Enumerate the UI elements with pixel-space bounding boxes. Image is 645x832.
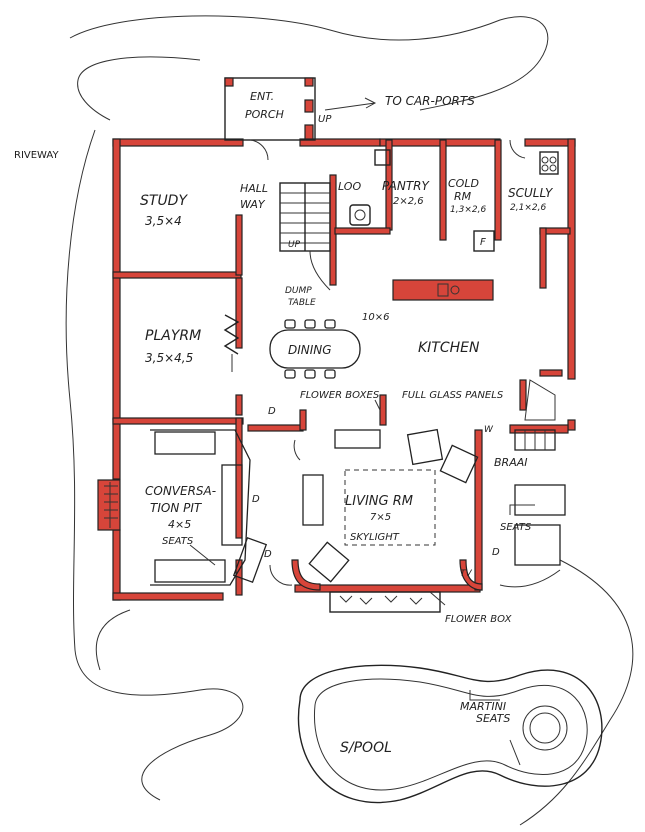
label-cold-rm-2: RM <box>454 190 472 203</box>
label-living: LIVING RM <box>345 494 413 509</box>
label-flower-boxes: FLOWER BOXES <box>300 390 380 401</box>
driveway-lines <box>65 15 634 826</box>
label-door-d2: D <box>252 494 260 505</box>
label-kitchen: KITCHEN <box>418 340 480 356</box>
label-driveway: RIVEWAY <box>14 150 59 161</box>
label-living-size: 7×5 <box>370 512 391 523</box>
living-room-bay <box>269 559 483 591</box>
arrows <box>189 97 535 766</box>
living-room-furniture <box>232 428 479 584</box>
label-conversa-size: 4×5 <box>168 518 191 531</box>
flower-box-bottom <box>329 591 441 613</box>
label-fridge: F <box>480 237 486 248</box>
label-martini-2: SEATS <box>476 712 510 725</box>
label-up-carports-up: UP <box>318 114 332 125</box>
label-study-size: 3,5×4 <box>145 214 182 228</box>
label-seats-pit: SEATS <box>162 536 194 547</box>
label-door-d4: D <box>492 547 500 558</box>
label-conversa-1: CONVERSA- <box>145 484 216 498</box>
label-stair-up: UP <box>288 240 301 250</box>
label-brari: BRAAI <box>494 456 527 469</box>
dining-table <box>269 319 361 379</box>
label-ent-porch-1: ENT. <box>250 90 274 103</box>
interior-walls <box>112 139 571 596</box>
label-skylight: SKYLIGHT <box>350 532 400 543</box>
label-seats-right: SEATS <box>500 522 532 533</box>
conversation-pit <box>97 429 251 586</box>
label-pantry: PANTRY <box>382 179 430 193</box>
label-scully-size: 2,1×2,6 <box>510 203 546 213</box>
label-door-d1: D <box>268 406 276 417</box>
room-labels: RIVEWAY ENT. PORCH UP TO CAR-PORTS STUDY… <box>14 90 554 756</box>
label-loo: LOO <box>338 180 361 193</box>
playroom-partition <box>223 314 240 372</box>
entrance-porch <box>224 77 316 161</box>
kitchen-fixtures <box>437 139 559 297</box>
braai-area <box>499 379 566 588</box>
label-pantry-size: 2×2,6 <box>393 196 424 207</box>
label-playrm-size: 3,5×4,5 <box>145 351 193 365</box>
label-door-d3: D <box>264 549 272 560</box>
label-full-glass: FULL GLASS PANELS <box>402 390 504 401</box>
staircase <box>279 182 331 291</box>
label-w: W <box>484 425 494 435</box>
label-study: STUDY <box>140 193 188 209</box>
label-conversa-2: TION PIT <box>150 501 203 515</box>
loo-fixtures <box>349 149 391 226</box>
label-hallway-2: WAY <box>240 198 266 211</box>
swimming-pool <box>297 664 603 804</box>
label-pool: S/POOL <box>340 740 392 756</box>
label-playrm: PLAYRM <box>145 328 201 344</box>
label-flower-box: FLOWER BOX <box>445 614 513 625</box>
label-to-carports: TO CAR-PORTS <box>385 94 475 108</box>
label-tv: TV <box>460 569 472 579</box>
label-dump-table-1: DUMP <box>285 286 312 296</box>
label-dining: DINING <box>288 343 332 357</box>
label-dump-table-2: TABLE <box>288 298 316 308</box>
label-ent-porch-2: PORCH <box>245 108 284 121</box>
label-scully: SCULLY <box>508 186 554 200</box>
label-cold-rm-size: 1,3×2,6 <box>450 205 486 215</box>
label-hallway-1: HALL <box>240 182 268 195</box>
label-kitchen-size: 10×6 <box>362 312 389 323</box>
label-cold-rm-1: COLD <box>448 177 479 190</box>
label-martini-1: MARTINI <box>460 700 506 713</box>
